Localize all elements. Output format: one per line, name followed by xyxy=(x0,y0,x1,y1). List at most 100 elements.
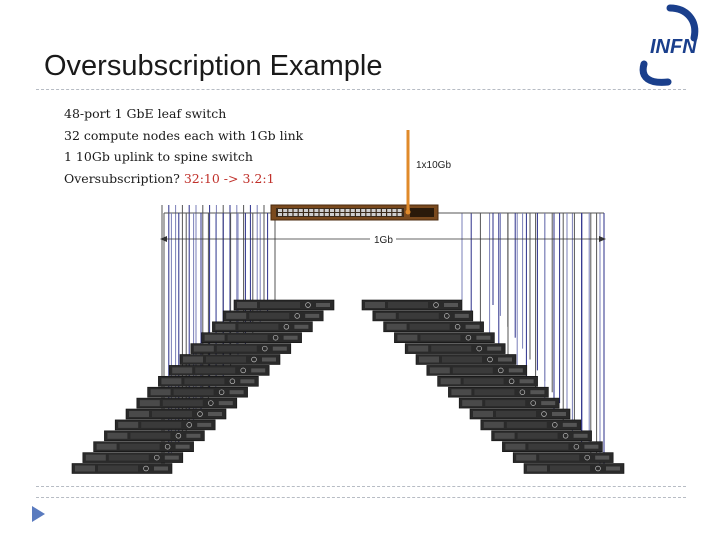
node-bay xyxy=(409,323,450,330)
compute-node xyxy=(394,332,495,344)
switch-port xyxy=(361,213,366,216)
node-bay xyxy=(107,432,128,439)
footer-divider xyxy=(36,497,686,498)
node-vent xyxy=(186,433,201,438)
node-power-button xyxy=(240,367,246,374)
node-power-button xyxy=(229,378,236,385)
node-bay xyxy=(118,421,139,428)
node-bay xyxy=(227,334,268,341)
node-power-button xyxy=(175,433,182,439)
node-bay xyxy=(429,367,450,374)
switch-port xyxy=(382,209,386,212)
node-bay xyxy=(452,367,493,374)
switch-port xyxy=(335,213,340,216)
switch-port xyxy=(319,213,324,216)
switch-port xyxy=(283,213,288,216)
node-bay xyxy=(215,323,236,330)
node-bay xyxy=(193,345,214,352)
node-bay xyxy=(483,421,504,428)
switch-port xyxy=(392,209,397,212)
node-vent xyxy=(584,444,599,449)
node-bay xyxy=(431,345,472,352)
compute-node xyxy=(491,430,592,442)
uplink xyxy=(405,130,411,215)
compute-node xyxy=(82,452,184,463)
bullet-item: 32 compute nodes each with 1Gb link xyxy=(64,125,303,147)
compute-node xyxy=(179,354,281,365)
node-vent xyxy=(465,324,480,329)
node-power-button xyxy=(595,465,601,472)
compute-node xyxy=(147,386,248,398)
oversubscription-ratio: 32:10 -> 3.2:1 xyxy=(183,170,275,186)
node-power-button xyxy=(251,356,257,363)
node-bay xyxy=(150,389,171,396)
node-bay xyxy=(462,400,483,407)
node-power-button xyxy=(154,454,160,461)
compute-node xyxy=(168,365,270,376)
infn-logo-text: INFN xyxy=(650,36,697,58)
node-bay xyxy=(517,432,558,439)
node-power-button xyxy=(584,454,590,461)
compute-node xyxy=(93,441,194,453)
node-power-button xyxy=(573,443,580,450)
compute-node xyxy=(437,375,538,387)
bullet-list: 48-port 1 GbE leaf switch 32 compute nod… xyxy=(64,103,303,189)
compute-node xyxy=(222,310,324,322)
node-vent xyxy=(208,412,222,416)
next-slide-arrow-icon[interactable] xyxy=(32,506,45,522)
switch-port xyxy=(340,213,345,216)
bullet-text: 32 compute nodes each with 1Gb link xyxy=(64,127,304,143)
node-bay xyxy=(172,367,193,374)
node-bay xyxy=(226,312,247,319)
switch-port xyxy=(382,213,386,216)
node-bay xyxy=(550,465,590,472)
switch-port xyxy=(356,213,360,216)
node-vent xyxy=(154,466,168,471)
switch-port xyxy=(293,209,298,212)
node-bay xyxy=(129,411,149,417)
node-power-button xyxy=(305,302,311,308)
compute-node xyxy=(383,321,484,333)
node-bay xyxy=(260,302,300,308)
node-bay xyxy=(527,465,547,472)
node-bay xyxy=(408,345,429,352)
compute-node xyxy=(458,397,560,409)
node-vent xyxy=(229,390,244,395)
node-bay xyxy=(98,465,138,472)
node-bay xyxy=(451,389,472,396)
node-bay xyxy=(386,323,407,330)
node-bay xyxy=(419,356,439,363)
infn-logo xyxy=(628,4,720,86)
node-bay xyxy=(473,411,493,417)
node-power-button xyxy=(143,465,149,472)
title-divider xyxy=(36,89,686,90)
switch-port xyxy=(361,209,366,212)
compute-node xyxy=(71,463,173,474)
node-vent xyxy=(606,466,620,471)
node-vent xyxy=(573,433,588,438)
node-bay xyxy=(440,378,461,385)
node-bay xyxy=(375,312,396,319)
node-bay xyxy=(485,400,526,407)
node-bay xyxy=(162,400,203,407)
bullet-item: Oversubscription? 32:10 -> 3.2:1 xyxy=(64,168,303,190)
node-power-button xyxy=(186,422,192,428)
node-vent xyxy=(541,401,556,406)
compute-nodes xyxy=(71,299,625,474)
node-bay xyxy=(442,356,482,363)
node-vent xyxy=(562,422,577,427)
footer-divider xyxy=(36,486,686,487)
node-bay xyxy=(204,334,225,341)
node-bay xyxy=(85,454,106,461)
node-power-button xyxy=(283,324,290,330)
switch-port xyxy=(330,213,334,216)
bullet-text: 1 10Gb uplink to spine switch xyxy=(64,149,253,164)
switch-port xyxy=(309,209,314,212)
switch-port xyxy=(335,209,340,212)
node-bay xyxy=(237,302,257,308)
node-bay xyxy=(505,443,526,450)
compute-node xyxy=(104,430,205,442)
node-power-button xyxy=(530,400,536,406)
node-bay xyxy=(365,302,385,308)
compute-node xyxy=(201,332,302,344)
